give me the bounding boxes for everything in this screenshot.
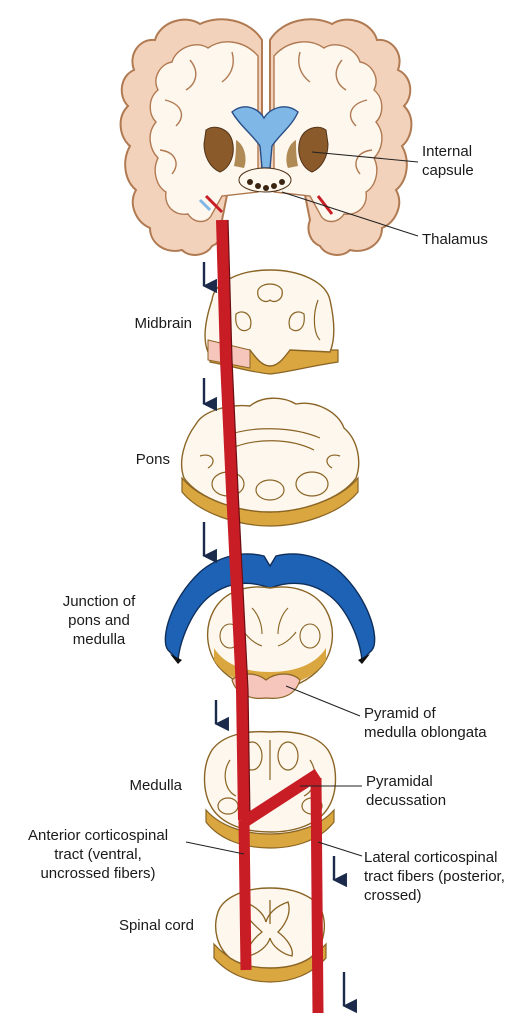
junction-section xyxy=(165,554,374,698)
label-medulla: Medulla xyxy=(100,776,182,795)
label-internal-capsule: Internal capsule xyxy=(422,142,474,180)
label-pyramid: Pyramid of medulla oblongata xyxy=(364,704,487,742)
label-pons: Pons xyxy=(110,450,170,469)
label-anterior-tract: Anterior corticospinal tract (ventral, u… xyxy=(10,826,186,883)
label-thalamus: Thalamus xyxy=(422,230,488,249)
label-lateral-tract: Lateral corticospinal tract fibers (post… xyxy=(364,848,505,905)
label-junction: Junction of pons and medulla xyxy=(44,592,154,649)
anterior-tract xyxy=(244,820,246,970)
spinal-cord-section xyxy=(214,888,326,982)
label-spinal-cord: Spinal cord xyxy=(60,916,194,935)
pons-section xyxy=(182,398,359,526)
lateral-tract xyxy=(316,778,318,1013)
label-decussation: Pyramidal decussation xyxy=(366,772,446,810)
label-midbrain: Midbrain xyxy=(110,314,192,333)
white-matter-left xyxy=(150,42,258,222)
